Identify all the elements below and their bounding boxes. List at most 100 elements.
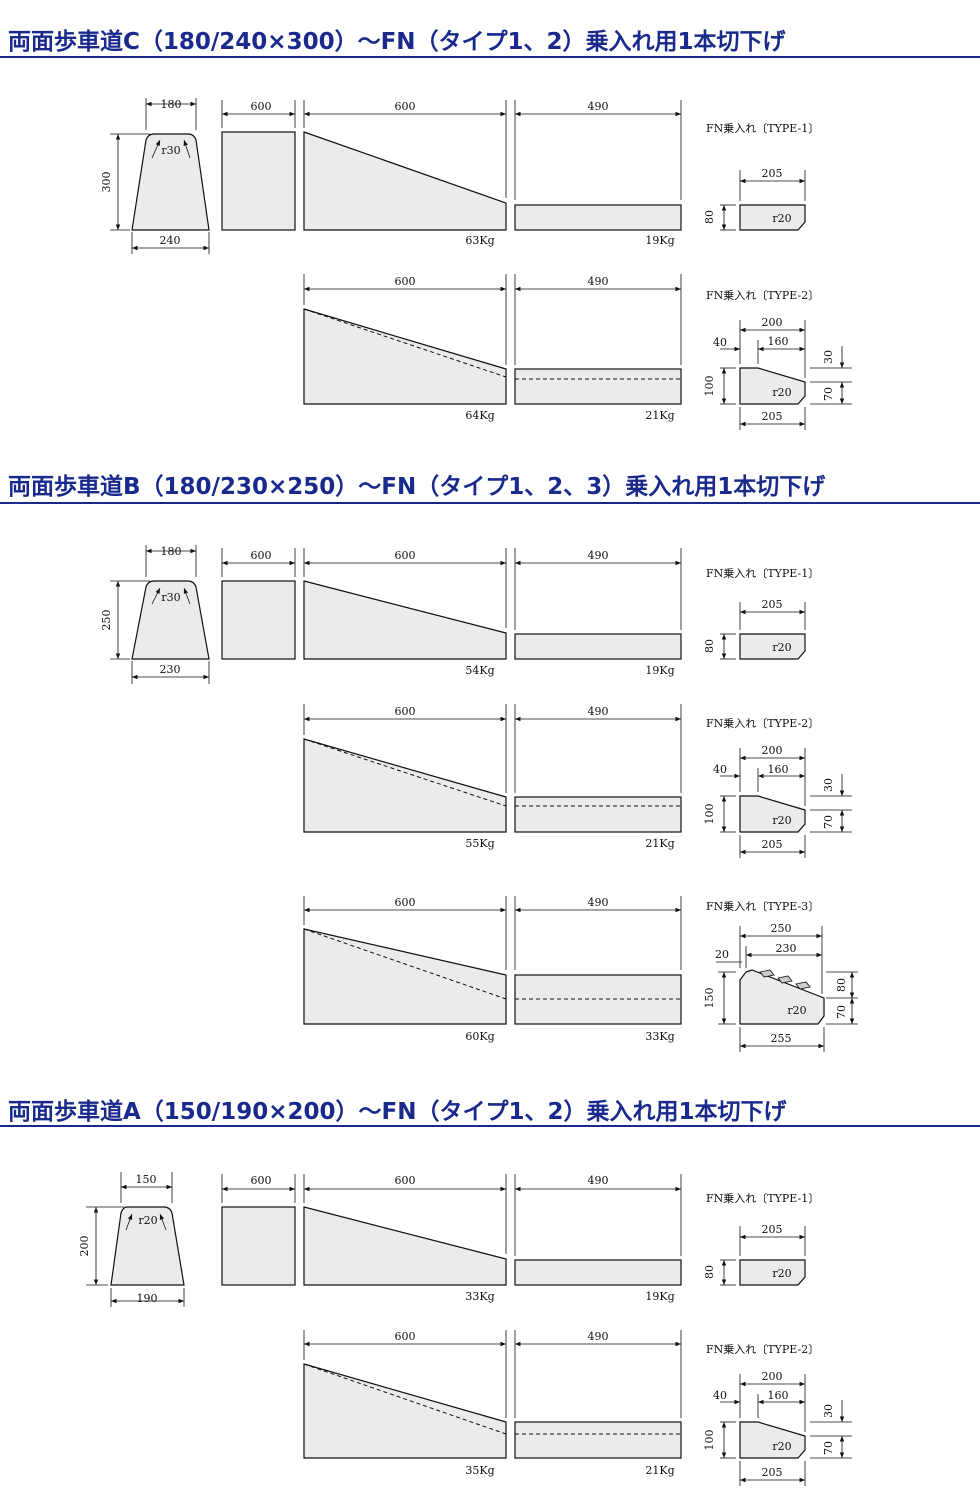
fn-b-2-lower: 70	[822, 815, 835, 829]
fn-a-1-width: 205	[762, 1223, 783, 1236]
slope-a-1-weight: 33Kg	[465, 1290, 494, 1303]
fn-a-2-inner: 160	[768, 1389, 789, 1402]
fn-c-1-label: FN乗入れ〔TYPE-1〕	[706, 122, 819, 135]
flat-a-2-weight: 21Kg	[645, 1464, 674, 1477]
fn-c-2-label: FN乗入れ〔TYPE-2〕	[706, 289, 819, 302]
profile-b-height: 250	[100, 610, 113, 631]
profile-c-radius: r30	[161, 144, 180, 157]
fn-b-2-upper: 30	[822, 778, 835, 792]
fn-c-1-width: 205	[762, 167, 783, 180]
row-b-1: 600 54Kg 490 19Kg FN乗入れ〔TYPE-1〕 205 80 r…	[303, 548, 819, 677]
profile-c-top: 180	[161, 98, 182, 111]
flat-b-3-weight: 33Kg	[645, 1030, 674, 1043]
block-a-length: 600	[251, 1174, 272, 1187]
profile-b-bottom: 230	[160, 663, 181, 676]
fn-a-1-label: FN乗入れ〔TYPE-1〕	[706, 1192, 819, 1205]
flat-b-2-length: 490	[588, 705, 609, 718]
row-a-1: 600 33Kg 490 19Kg FN乗入れ〔TYPE-1〕 205 80 r…	[303, 1174, 819, 1303]
fn-b-3-label: FN乗入れ〔TYPE-3〕	[706, 900, 819, 913]
fn-b-3-upper: 80	[835, 978, 848, 992]
fn-b-2-left: 40	[713, 763, 727, 776]
section-rule-c	[0, 56, 980, 58]
row-b-2: 600 55Kg 490 21Kg FN乗入れ〔TYPE-2〕 200 160 …	[303, 704, 852, 858]
fn-c-2-lower: 70	[822, 387, 835, 401]
fn-c-1-height: 80	[703, 210, 716, 224]
fn-c-2-bottom: 205	[762, 410, 783, 423]
block-c-length: 600	[251, 100, 272, 113]
slope-b-3-weight: 60Kg	[465, 1030, 494, 1043]
fn-a-2-label: FN乗入れ〔TYPE-2〕	[706, 1343, 819, 1356]
fn-b-3-inner: 230	[776, 942, 797, 955]
flat-b-1-weight: 19Kg	[645, 664, 674, 677]
fn-b-3-height: 150	[703, 988, 716, 1009]
slope-b-2-weight: 55Kg	[465, 837, 494, 850]
slope-c-2-length: 600	[395, 275, 416, 288]
slope-c-1-length: 600	[395, 100, 416, 113]
section-rule-b	[0, 502, 980, 504]
flat-c-1-length: 490	[588, 100, 609, 113]
fn-b-2-radius: r20	[772, 814, 791, 827]
flat-b-3-length: 490	[588, 896, 609, 909]
block-c: 600	[221, 100, 296, 231]
profile-a-bottom: 190	[137, 1292, 158, 1305]
flat-c-1-weight: 19Kg	[645, 234, 674, 247]
fn-b-1-width: 205	[762, 598, 783, 611]
block-b: 600	[221, 548, 296, 660]
row-c-2: 600 64Kg 490 21Kg FN乗入れ〔TYPE-2〕 200 160 …	[303, 274, 852, 430]
fn-c-2-height: 100	[703, 376, 716, 397]
fn-c-2-left: 40	[713, 336, 727, 349]
section-c: 180 r30 300 240 600 600	[100, 98, 852, 430]
fn-b-3-bottom: 255	[771, 1032, 792, 1045]
profile-a-top: 150	[136, 1173, 157, 1186]
fn-a-2-upper: 30	[822, 1404, 835, 1418]
fn-b-3-radius: r20	[787, 1004, 806, 1017]
profile-a-radius: r20	[138, 1214, 157, 1227]
fn-c-2-upper: 30	[822, 350, 835, 364]
row-b-3: 600 60Kg 490 33Kg FN乗入れ〔TYPE-3〕 250 230 …	[303, 896, 858, 1052]
flat-a-1-weight: 19Kg	[645, 1290, 674, 1303]
flat-a-2-length: 490	[588, 1330, 609, 1343]
section-rule-a	[0, 1125, 980, 1127]
section-title-c: 両面歩車道C（180/240×300）～FN（タイプ1、2）乗入れ用1本切下げ	[8, 29, 786, 55]
fn-a-2-height: 100	[703, 1430, 716, 1451]
profile-a: 150 r20 200 190	[78, 1172, 185, 1307]
section-title-b: 両面歩車道B（180/230×250）～FN（タイプ1、2、3）乗入れ用1本切下…	[8, 474, 826, 500]
fn-c-1-radius: r20	[772, 212, 791, 225]
slope-b-3-length: 600	[395, 896, 416, 909]
slope-c-1-weight: 63Kg	[465, 234, 494, 247]
fn-b-2-label: FN乗入れ〔TYPE-2〕	[706, 717, 819, 730]
flat-c-2-length: 490	[588, 275, 609, 288]
flat-b-1-length: 490	[588, 549, 609, 562]
profile-c-height: 300	[100, 172, 113, 193]
slope-a-2-length: 600	[395, 1330, 416, 1343]
fn-a-2-left: 40	[713, 1389, 727, 1402]
slope-b-2-length: 600	[395, 705, 416, 718]
fn-a-2-bottom: 205	[762, 1466, 783, 1479]
fn-b-2-height: 100	[703, 804, 716, 825]
fn-a-2-top: 200	[762, 1370, 783, 1383]
flat-b-2-weight: 21Kg	[645, 837, 674, 850]
profile-c: 180 r30 300 240	[100, 98, 210, 254]
profile-c-bottom: 240	[160, 234, 181, 247]
row-a-2: 600 35Kg 490 21Kg FN乗入れ〔TYPE-2〕 200 160 …	[303, 1330, 852, 1486]
fn-c-2-top: 200	[762, 316, 783, 329]
section-a: 150 r20 200 190 600 600 33K	[78, 1172, 852, 1486]
fn-a-2-lower: 70	[822, 1441, 835, 1455]
block-a: 600	[221, 1174, 296, 1286]
fn-b-1-height: 80	[703, 639, 716, 653]
block-b-length: 600	[251, 549, 272, 562]
flat-c-2-weight: 21Kg	[645, 409, 674, 422]
slope-b-1-length: 600	[395, 549, 416, 562]
profile-a-height: 200	[78, 1236, 91, 1257]
fn-b-1-radius: r20	[772, 641, 791, 654]
fn-c-2-radius: r20	[772, 386, 791, 399]
slope-a-1-length: 600	[395, 1174, 416, 1187]
profile-b-radius: r30	[161, 591, 180, 604]
fn-b-2-bottom: 205	[762, 838, 783, 851]
section-b: 180 r30 250 230 600 600 54K	[100, 545, 858, 1052]
fn-b-2-top: 200	[762, 744, 783, 757]
fn-c-2-inner: 160	[768, 335, 789, 348]
profile-b-top: 180	[161, 545, 182, 558]
fn-b-1-label: FN乗入れ〔TYPE-1〕	[706, 567, 819, 580]
